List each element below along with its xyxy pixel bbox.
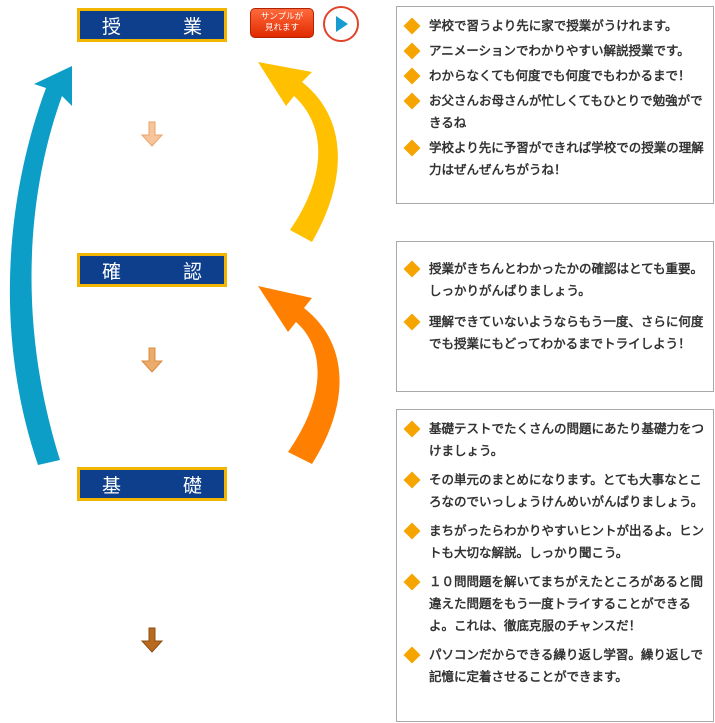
step-lesson-char-1: 授: [102, 15, 122, 38]
step-confirm-char-2: 認: [182, 260, 202, 283]
list-item: 基礎テストでたくさんの問題にあたり基礎力をつけましょう。: [403, 418, 707, 462]
diamond-bullet-icon: [403, 522, 421, 540]
diamond-bullet-icon: [403, 420, 421, 438]
diamond-bullet-icon: [403, 17, 421, 35]
diamond-bullet-icon: [403, 92, 421, 110]
list-item: まちがったらわかりやすいヒントが出るよ。ヒントも大切な解説。しっかり聞こう。: [403, 520, 707, 564]
step-lesson[interactable]: 授 業: [77, 8, 227, 42]
lesson-description-box: 学校で習うより先に家で授業がうけれます。 アニメーションでわかりやすい解説授業で…: [396, 6, 714, 204]
basics-description-box: 基礎テストでたくさんの問題にあたり基礎力をつけましょう。 その単元のまとめになり…: [396, 409, 714, 722]
sample-badge-line-1: サンプルが: [260, 12, 304, 22]
list-item: わからなくても何度でも何度でもわかるまで！: [403, 65, 707, 87]
down-arrow-icon: [140, 627, 164, 653]
list-item: その単元のまとめになります。とても大事なところなのでいっしょうけんめいがんばりま…: [403, 469, 707, 513]
orange-curved-arrow-icon: [258, 286, 340, 464]
step-basics-char-2: 礎: [182, 474, 202, 497]
play-button[interactable]: [323, 6, 359, 42]
list-item: 学校より先に予習ができれば学校での授業の理解力はぜんぜんちがうね！: [403, 137, 707, 181]
play-icon: [336, 16, 348, 32]
diamond-bullet-icon: [403, 646, 421, 664]
yellow-curved-arrow-icon: [258, 62, 338, 242]
list-item: １０問問題を解いてまちがえたところがあると間違えた問題をもう一度トライすることが…: [403, 571, 707, 637]
step-confirm-char-1: 確: [102, 260, 122, 283]
list-item: 授業がきちんとわかったかの確認はとても重要。しっかりがんばりましょう。: [403, 258, 707, 302]
down-arrow-icon: [140, 347, 164, 373]
list-item: パソコンだからできる繰り返し学習。繰り返しで記憶に定着させることができます。: [403, 644, 707, 688]
diamond-bullet-icon: [403, 471, 421, 489]
diamond-bullet-icon: [403, 67, 421, 85]
list-item: お父さんお母さんが忙しくてもひとりで勉強ができるね: [403, 90, 707, 134]
step-basics[interactable]: 基 礎: [77, 467, 227, 501]
sample-badge[interactable]: サンプルが 見れます: [250, 8, 314, 38]
diamond-bullet-icon: [403, 313, 421, 331]
sample-badge-line-2: 見れます: [264, 23, 299, 33]
blue-curved-arrow-icon: [9, 66, 72, 465]
diamond-bullet-icon: [403, 139, 421, 157]
confirm-description-box: 授業がきちんとわかったかの確認はとても重要。しっかりがんばりましょう。 理解でき…: [396, 241, 714, 392]
down-arrow-icon: [140, 121, 164, 147]
list-item: 理解できていないようならもう一度、さらに何度でも授業にもどってわかるまでトライし…: [403, 311, 707, 355]
step-basics-char-1: 基: [102, 474, 122, 497]
step-lesson-char-2: 業: [182, 15, 202, 38]
diamond-bullet-icon: [403, 573, 421, 591]
list-item: アニメーションでわかりやすい解説授業です。: [403, 40, 707, 62]
diamond-bullet-icon: [403, 42, 421, 60]
diamond-bullet-icon: [403, 260, 421, 278]
step-confirm[interactable]: 確 認: [77, 253, 227, 287]
list-item: 学校で習うより先に家で授業がうけれます。: [403, 15, 707, 37]
